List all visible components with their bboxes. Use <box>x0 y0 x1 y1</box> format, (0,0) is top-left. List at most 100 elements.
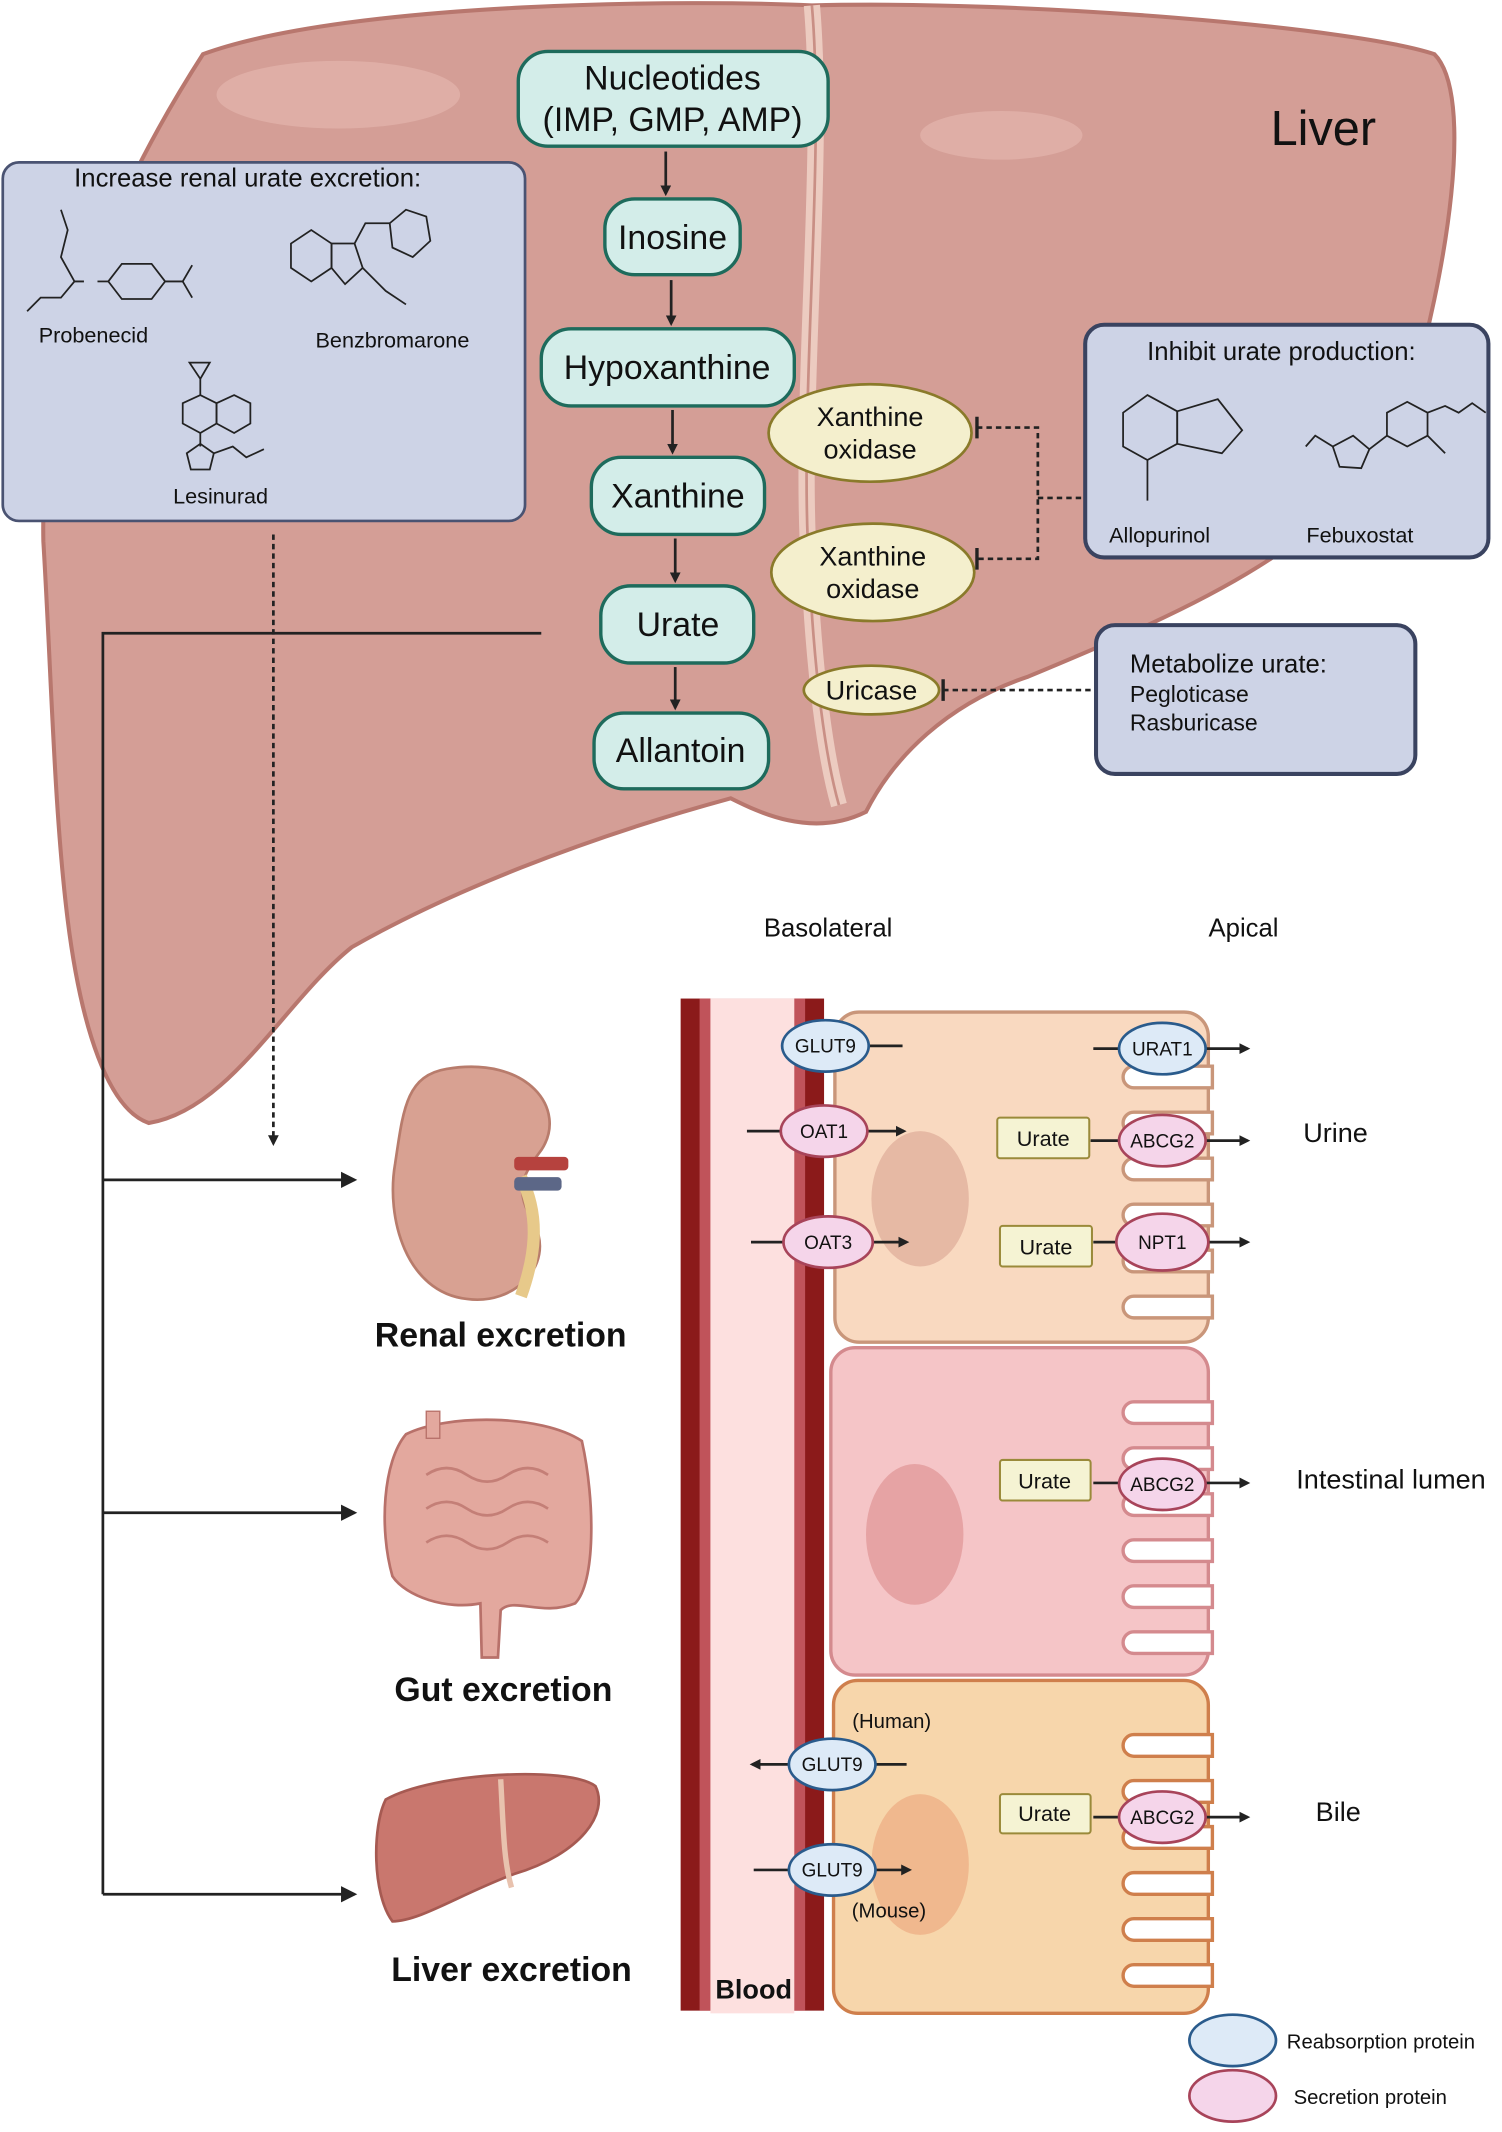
drug-benzbromarone: Benzbromarone <box>316 328 470 353</box>
legend-reabsorption-label: Reabsorption protein <box>1287 2032 1475 2054</box>
protein-label: OAT1 <box>800 1122 848 1143</box>
nucleus <box>871 1131 969 1267</box>
urate-box-kidney-1 <box>996 1116 1091 1160</box>
febuxostat-structure <box>1305 400 1487 470</box>
renal-excretion-label: Renal excretion <box>375 1316 627 1354</box>
microvillus <box>1121 1538 1215 1564</box>
xanthine-oxidase-2 <box>769 522 976 623</box>
protein-label: GLUT9 <box>795 1037 856 1058</box>
basolateral-label: Basolateral <box>764 914 893 942</box>
protein-label: NPT1 <box>1138 1233 1186 1254</box>
uricase <box>802 664 941 716</box>
inosine-box <box>603 197 742 277</box>
protein-label: OAT3 <box>804 1233 852 1254</box>
enzyme-label: Uricase <box>826 676 918 706</box>
urate-box <box>599 584 756 665</box>
xanthine-box <box>589 455 767 537</box>
step-nucleotides-sub: (IMP, GMP, AMP) <box>543 101 803 139</box>
inhibition-lines <box>943 426 1097 692</box>
npt1 <box>1114 1212 1210 1272</box>
urate-label: Urate <box>1018 1801 1071 1826</box>
gut-cell <box>829 1345 1211 1677</box>
inhibit-drug-box: Inhibit urate production: Allopurinol Fe… <box>1083 322 1491 560</box>
enzyme-label: Xanthine <box>817 402 924 432</box>
glut9-liver-mouse <box>787 1842 877 1897</box>
step-xanthine: Xanthine <box>611 477 744 515</box>
kidney-cell <box>833 1010 1211 1344</box>
microvillus <box>1121 1294 1215 1320</box>
abcg2-kidney <box>1117 1113 1207 1168</box>
oat3 <box>782 1215 875 1270</box>
liver-cell <box>831 1678 1211 2016</box>
abcg2-liver <box>1117 1790 1207 1845</box>
hypoxanthine-box <box>539 327 796 408</box>
benzbromarone-structure <box>290 208 432 306</box>
pathway <box>516 49 830 791</box>
nucleotides-box <box>516 49 830 148</box>
drug-allopurinol: Allopurinol <box>1109 523 1210 548</box>
urate-box-gut <box>998 1458 1092 1502</box>
legend-secretion-label: Secretion protein <box>1294 2087 1447 2109</box>
apical-label: Apical <box>1209 914 1279 942</box>
small-liver-icon <box>374 1772 601 1923</box>
urate-label: Urate <box>1018 1468 1071 1493</box>
urat1 <box>1117 1021 1207 1076</box>
urine-label: Urine <box>1303 1118 1368 1148</box>
protein-label: ABCG2 <box>1130 1131 1194 1152</box>
glut9-kidney <box>780 1018 871 1073</box>
protein-label: ABCG2 <box>1130 1808 1194 1829</box>
liver-label: Liver <box>1271 102 1377 156</box>
human-label: (Human) <box>852 1711 931 1733</box>
enzyme-label: oxidase <box>826 574 919 604</box>
urate-box-kidney-2 <box>998 1224 1093 1268</box>
oat1 <box>779 1104 869 1159</box>
microvillus <box>1121 1400 1215 1426</box>
protein-label: ABCG2 <box>1130 1475 1194 1496</box>
allantoin-box <box>592 711 771 791</box>
microvillus <box>1121 1870 1215 1896</box>
legend: Reabsorption protein Secretion protein <box>1188 2013 1475 2123</box>
drug-rasburicase: Rasburicase <box>1130 710 1258 736</box>
glut9-liver-human <box>787 1737 877 1792</box>
nucleus <box>871 1794 969 1935</box>
mouse-label: (Mouse) <box>852 1900 926 1922</box>
drug-febuxostat: Febuxostat <box>1306 523 1413 548</box>
step-urate: Urate <box>637 606 720 644</box>
enzyme-label: oxidase <box>823 435 916 465</box>
drug-lesinurad: Lesinurad <box>173 483 268 508</box>
microvillus <box>1121 1584 1215 1610</box>
kidney-icon <box>391 1065 569 1302</box>
step-hypoxanthine: Hypoxanthine <box>564 349 771 387</box>
protein-label: URAT1 <box>1132 1039 1193 1060</box>
legend-secretion-swatch <box>1188 2068 1278 2123</box>
allopurinol-structure <box>1122 394 1244 501</box>
intestine-icon <box>383 1410 593 1659</box>
drug-pegloticase: Pegloticase <box>1130 681 1249 707</box>
step-allantoin: Allantoin <box>616 732 746 770</box>
blood-label: Blood <box>715 1974 792 2004</box>
microvillus <box>1121 1962 1215 1988</box>
urate-box-liver <box>998 1793 1092 1835</box>
protein-label: GLUT9 <box>802 1861 863 1882</box>
urate-label: Urate <box>1017 1126 1070 1151</box>
abcg2-gut <box>1117 1457 1207 1512</box>
step-inosine: Inosine <box>618 219 727 257</box>
renal-drug-box: Increase renal urate excretion: Probenec… <box>1 161 527 523</box>
protein-label: GLUT9 <box>802 1755 863 1776</box>
pathway-arrows <box>660 151 681 711</box>
microvillus <box>1121 1916 1215 1942</box>
liver-excretion-label: Liver excretion <box>391 1951 632 1989</box>
blood-vessel <box>680 998 825 2014</box>
intestinal-lumen-label: Intestinal lumen <box>1296 1464 1485 1494</box>
microvillus <box>1121 1630 1215 1656</box>
inhibit-box-title: Inhibit urate production: <box>1147 338 1415 366</box>
microvillus <box>1121 1732 1215 1758</box>
nucleus <box>866 1464 964 1605</box>
legend-reabsorption-swatch <box>1188 2013 1278 2068</box>
enzyme-label: Xanthine <box>819 542 926 572</box>
lesinurad-structure <box>181 361 265 471</box>
urate-label: Urate <box>1020 1234 1073 1259</box>
renal-box-title: Increase renal urate excretion: <box>74 165 421 193</box>
probenecid-structure <box>26 209 193 312</box>
